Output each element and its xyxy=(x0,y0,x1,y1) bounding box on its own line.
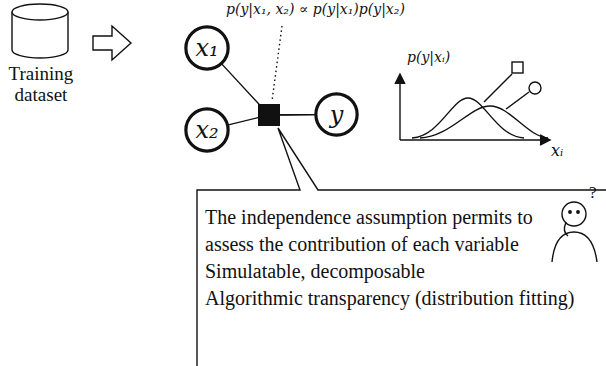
leader-line xyxy=(272,26,282,101)
variable-name: y xyxy=(330,103,344,127)
circle-shape xyxy=(186,27,228,69)
person-icon xyxy=(552,202,597,262)
circle-shape xyxy=(186,109,228,151)
circle-shape xyxy=(316,94,357,135)
hollow-arrow xyxy=(93,26,131,60)
factor-edge xyxy=(228,115,315,125)
axis-label: xᵢ xyxy=(551,142,563,160)
question-mark: ? xyxy=(589,184,597,203)
axis-label: p(y|xᵢ) xyxy=(407,50,450,65)
callout-box: The independence assumption permits to a… xyxy=(197,190,606,326)
variable-name: x₂ xyxy=(195,118,218,142)
variable-node: y xyxy=(315,93,358,136)
variable-name: x₁ xyxy=(195,36,218,60)
dataset-label: Training dataset xyxy=(2,64,80,106)
callout-text: Simulatable, decomposable xyxy=(205,258,605,285)
variable-node: x₁ xyxy=(185,26,229,70)
database-icon xyxy=(12,4,68,58)
formula: p(y|x₁, x₂) ∝ p(y|x₁)p(y|x₂) xyxy=(226,2,405,17)
variable-node: x₂ xyxy=(185,108,229,152)
density-plot xyxy=(395,62,550,145)
callout-outline xyxy=(197,128,606,366)
callout-text: Algorithmic transparency (distribution f… xyxy=(205,285,606,312)
callout-text: The independence assumption permits to a… xyxy=(205,204,545,258)
factor-edge xyxy=(222,64,315,115)
